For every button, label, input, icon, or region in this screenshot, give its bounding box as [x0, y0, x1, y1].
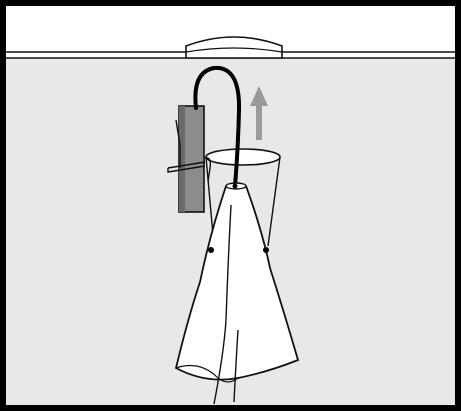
attach-point-left [208, 247, 214, 253]
shade-hem-fold [175, 365, 239, 383]
mounting-hook [203, 157, 212, 183]
attach-point-right [263, 247, 269, 253]
transformer-side [179, 106, 185, 212]
lamp-ring [205, 148, 281, 166]
mounting-clip [167, 119, 206, 173]
power-cord [193, 65, 242, 188]
ceiling-canopy-lip [185, 47, 283, 53]
fabric-shade [174, 182, 300, 381]
lift-arrow-shaft [256, 104, 262, 140]
shade-fold-left [213, 204, 232, 405]
cord-entry [232, 183, 238, 189]
lamp-ring-strut-right [267, 156, 281, 247]
shade-fold-right [233, 329, 239, 403]
lift-arrow-head [250, 86, 268, 106]
